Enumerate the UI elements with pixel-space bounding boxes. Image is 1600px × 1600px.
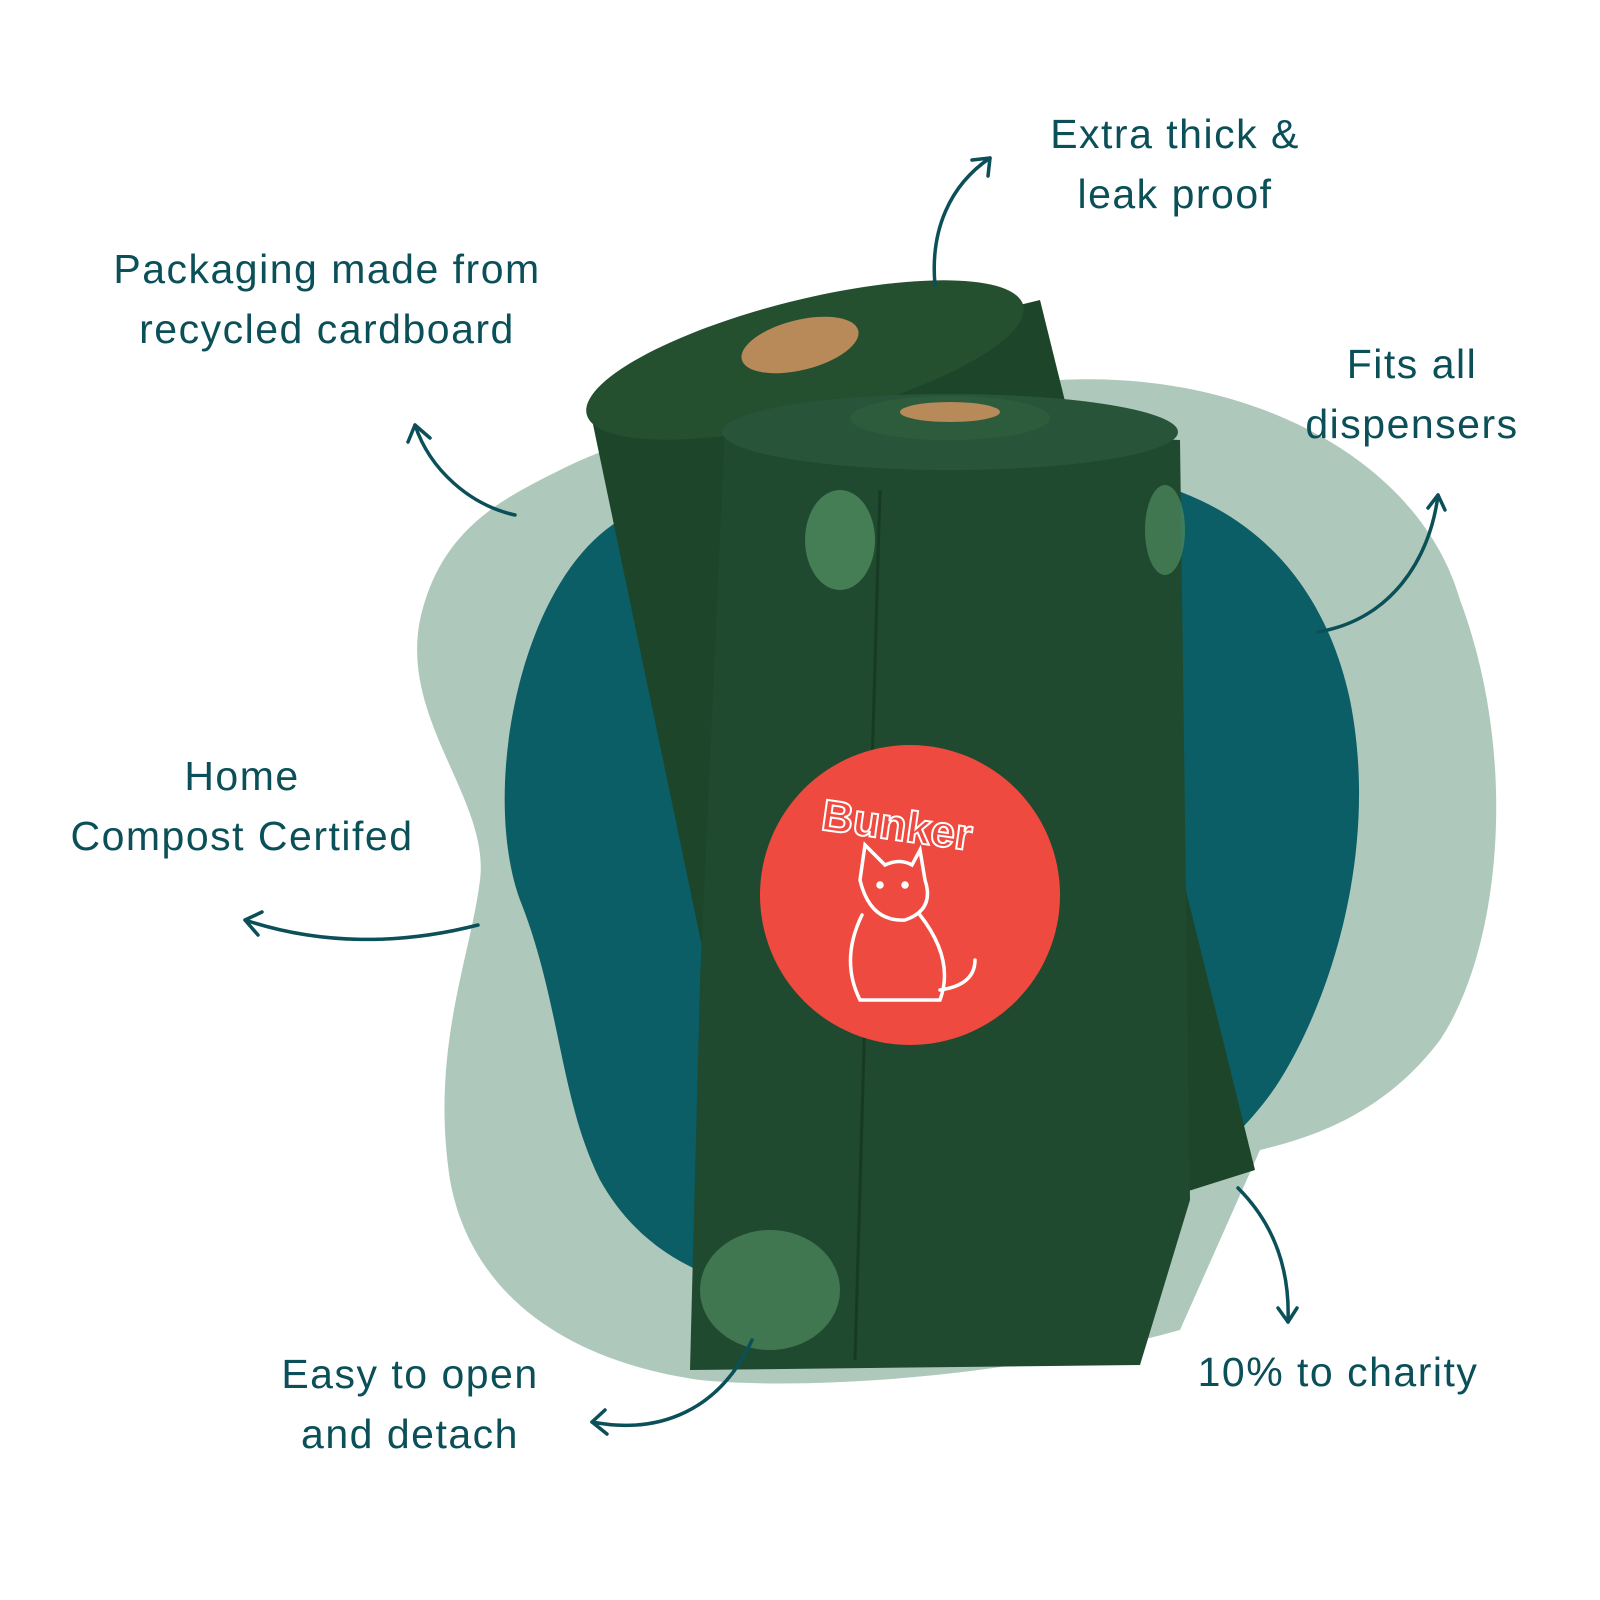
arrow-compost xyxy=(243,910,480,942)
feature-compost-line1: Home xyxy=(184,753,299,799)
arrow-detach xyxy=(590,1338,754,1436)
arrow-dispensers xyxy=(1316,493,1447,634)
feature-dispensers-line2: dispensers xyxy=(1305,401,1518,447)
feature-dispensers-line1: Fits all xyxy=(1347,341,1477,387)
arrow-packaging xyxy=(406,423,517,517)
feature-detach-line2: and detach xyxy=(301,1411,519,1457)
arrow-thick xyxy=(932,156,992,287)
arrow-charity xyxy=(1236,1186,1299,1324)
cat-icon xyxy=(848,841,977,1002)
feature-detach-line1: Easy to open xyxy=(281,1351,538,1397)
feature-compost-line2: Compost Certifed xyxy=(70,813,413,859)
brand-sticker: Bunker xyxy=(760,745,1060,1045)
feature-packaging-line2: recycled cardboard xyxy=(139,306,515,352)
feature-charity: 10% to charity xyxy=(1198,1349,1479,1395)
feature-thick-line1: Extra thick & xyxy=(1050,111,1300,157)
feature-thick-line2: leak proof xyxy=(1077,171,1272,217)
feature-packaging-line1: Packaging made from xyxy=(113,246,540,292)
